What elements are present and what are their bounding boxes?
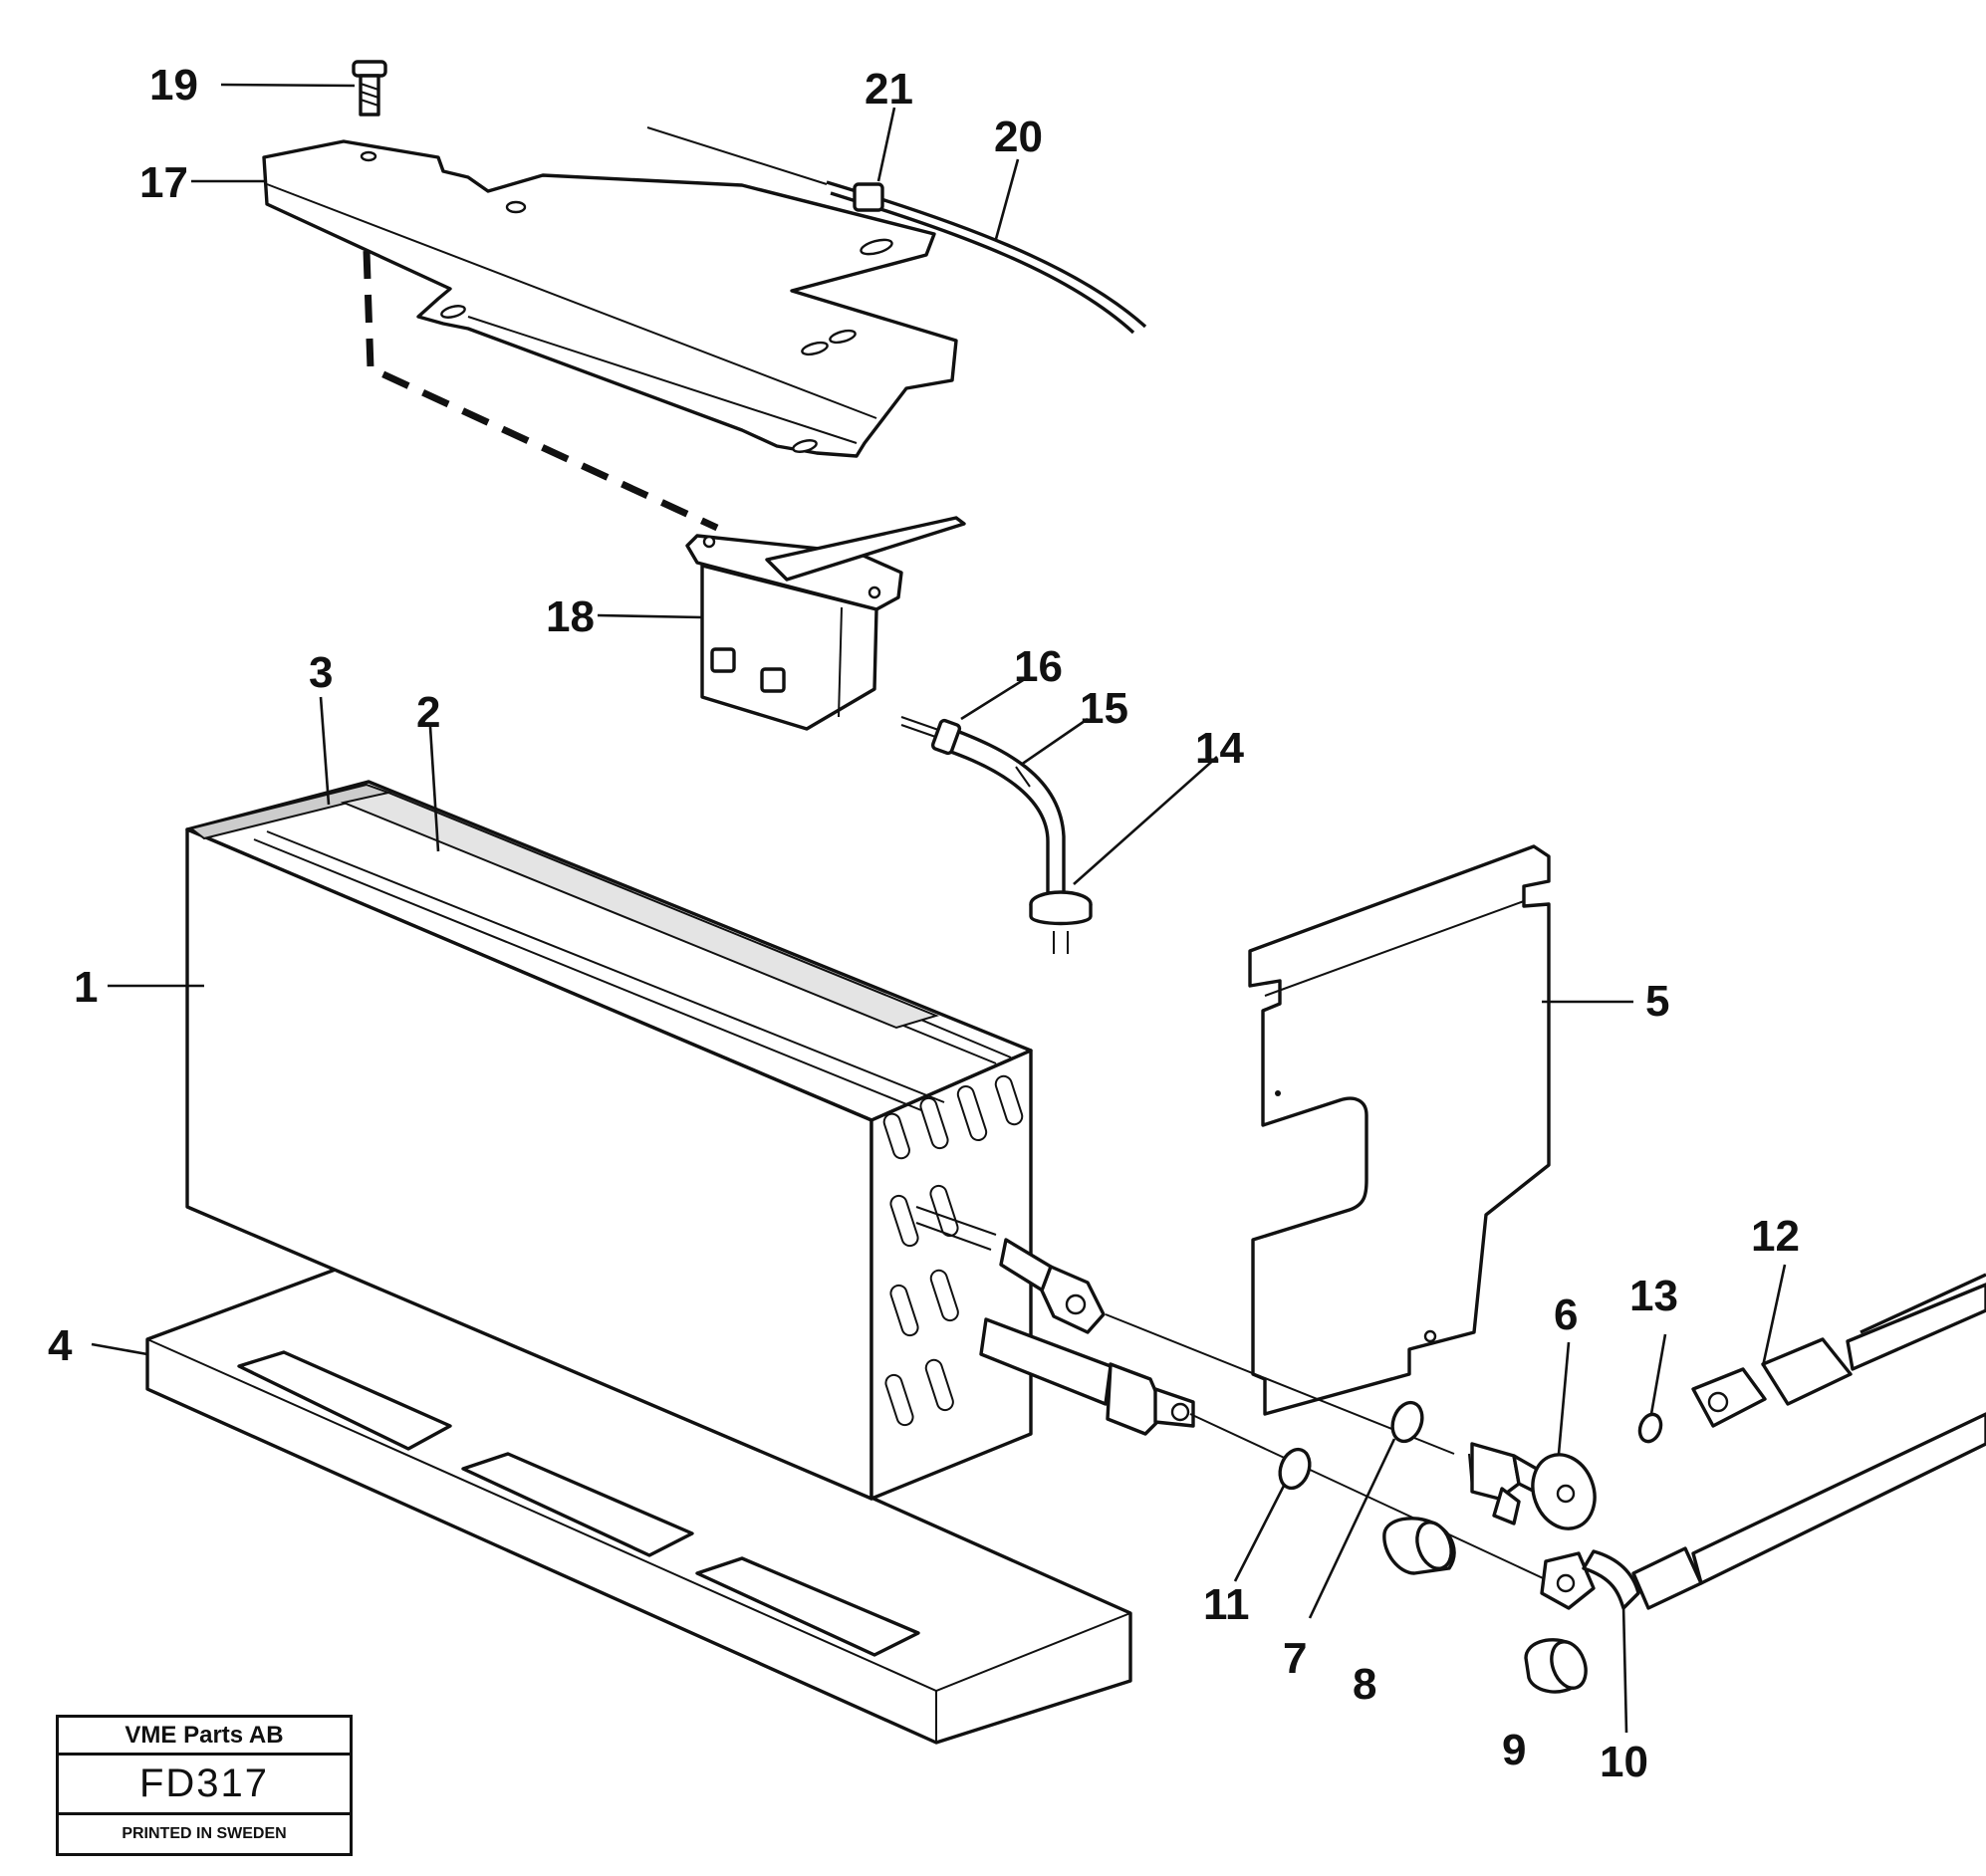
stamp-drawing-code: FD317 xyxy=(59,1756,350,1815)
cable-part-20 xyxy=(646,126,1147,335)
callout-15: 15 xyxy=(1080,684,1128,733)
callout-8: 8 xyxy=(1353,1660,1376,1709)
callout-13: 13 xyxy=(1629,1272,1678,1320)
callout-17: 17 xyxy=(139,158,188,207)
base-plate-part-4 xyxy=(145,1263,1132,1745)
hose-part-10 xyxy=(1540,1412,1986,1610)
callout-6: 6 xyxy=(1554,1290,1578,1339)
valve-part-6 xyxy=(1468,1442,1597,1530)
leader-lines xyxy=(91,83,1787,1734)
heater-housing-part-1 xyxy=(185,780,1195,1501)
clamp-part-21 xyxy=(853,182,884,212)
callout-5: 5 xyxy=(1645,977,1669,1026)
callout-9: 9 xyxy=(1502,1726,1526,1774)
washer-part-11 xyxy=(1278,1447,1312,1491)
callout-14: 14 xyxy=(1195,724,1244,773)
callout-7: 7 xyxy=(1283,1634,1307,1683)
callout-3: 3 xyxy=(309,648,333,697)
sleeve-part-8 xyxy=(1382,1517,1456,1575)
hose-part-15 xyxy=(900,716,1093,954)
title-stamp: VME Parts AB FD317 PRINTED IN SWEDEN xyxy=(56,1715,353,1856)
callout-21: 21 xyxy=(865,65,913,114)
seal-parts-2-3 xyxy=(188,783,940,1030)
stamp-company: VME Parts AB xyxy=(59,1718,350,1756)
screw-part-19 xyxy=(352,60,387,117)
callout-16: 16 xyxy=(1014,642,1063,691)
callout-1: 1 xyxy=(74,963,98,1012)
callout-20: 20 xyxy=(994,113,1043,161)
cover-plate-part-5 xyxy=(1248,844,1551,1416)
callout-18: 18 xyxy=(546,592,595,641)
washer-part-13 xyxy=(1637,1412,1663,1444)
stamp-printed-note: PRINTED IN SWEDEN xyxy=(122,1825,287,1842)
callout-11: 11 xyxy=(1203,1580,1250,1629)
callout-labels: 1 2 3 4 5 6 7 8 9 10 11 12 13 14 15 16 1… xyxy=(48,61,1800,1786)
callout-4: 4 xyxy=(48,1321,73,1370)
washer-part-7 xyxy=(1390,1400,1424,1444)
clamp-part-16 xyxy=(930,718,962,756)
callout-2: 2 xyxy=(416,688,440,737)
callout-19: 19 xyxy=(149,61,198,110)
callout-10: 10 xyxy=(1600,1738,1648,1786)
sensor-part-18 xyxy=(685,516,966,731)
callout-12: 12 xyxy=(1751,1212,1800,1261)
sleeve-part-9 xyxy=(1524,1638,1588,1694)
bracket-part-17 xyxy=(262,139,958,532)
hose-part-12 xyxy=(1691,1273,1986,1428)
